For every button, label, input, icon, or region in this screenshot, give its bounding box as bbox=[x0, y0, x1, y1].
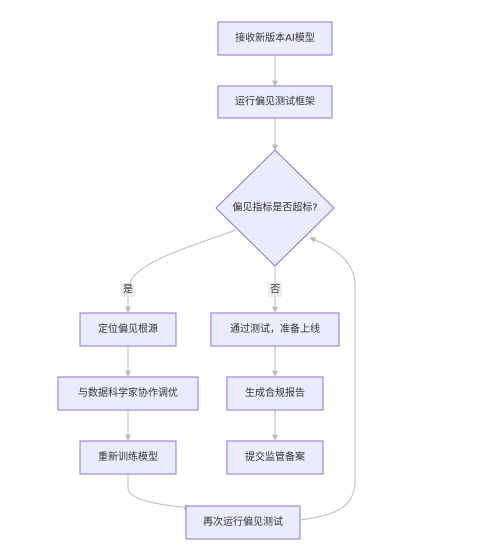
edge-label-no-text: 否 bbox=[270, 284, 280, 296]
node-locate-bias-source: 定位偏见根源 bbox=[79, 312, 177, 347]
edge-label-no: 否 bbox=[268, 283, 282, 297]
edges bbox=[125, 55, 356, 521]
edge-decision-yes bbox=[125, 229, 237, 313]
node-submit-filing: 提交监管备案 bbox=[226, 440, 324, 475]
node-pass-test-release: 通过测试，准备上线 bbox=[210, 312, 340, 347]
node-run-test-framework: 运行偏见测试框架 bbox=[217, 85, 333, 119]
node-decision-bias-exceeded-label: 偏见指标是否超标? bbox=[232, 201, 317, 214]
node-generate-report: 生成合规报告 bbox=[226, 376, 324, 411]
edge-retrain-to-rerun bbox=[127, 474, 191, 511]
node-tune-with-scientists-label: 与数据科学家协作调优 bbox=[78, 386, 178, 399]
node-decision-bias-exceeded: 偏见指标是否超标? bbox=[215, 149, 335, 267]
node-run-test-framework-label: 运行偏见测试框架 bbox=[235, 95, 315, 108]
node-tune-with-scientists: 与数据科学家协作调优 bbox=[57, 376, 199, 411]
node-receive-model-label: 接收新版本AI模型 bbox=[235, 31, 315, 44]
node-retrain-model-label: 重新训练模型 bbox=[98, 450, 158, 463]
node-rerun-bias-test-label: 再次运行偏见测试 bbox=[203, 515, 283, 528]
edge-label-yes-text: 是 bbox=[123, 284, 133, 296]
node-locate-bias-source-label: 定位偏见根源 bbox=[98, 322, 158, 335]
node-submit-filing-label: 提交监管备案 bbox=[245, 450, 305, 463]
node-retrain-model: 重新训练模型 bbox=[79, 440, 177, 475]
node-generate-report-label: 生成合规报告 bbox=[245, 386, 305, 399]
node-rerun-bias-test: 再次运行偏见测试 bbox=[185, 505, 301, 540]
edge-label-yes: 是 bbox=[121, 283, 135, 297]
node-pass-test-release-label: 通过测试，准备上线 bbox=[230, 322, 320, 335]
node-receive-model: 接收新版本AI模型 bbox=[217, 21, 333, 56]
edge-rerun-to-decision bbox=[299, 236, 356, 521]
